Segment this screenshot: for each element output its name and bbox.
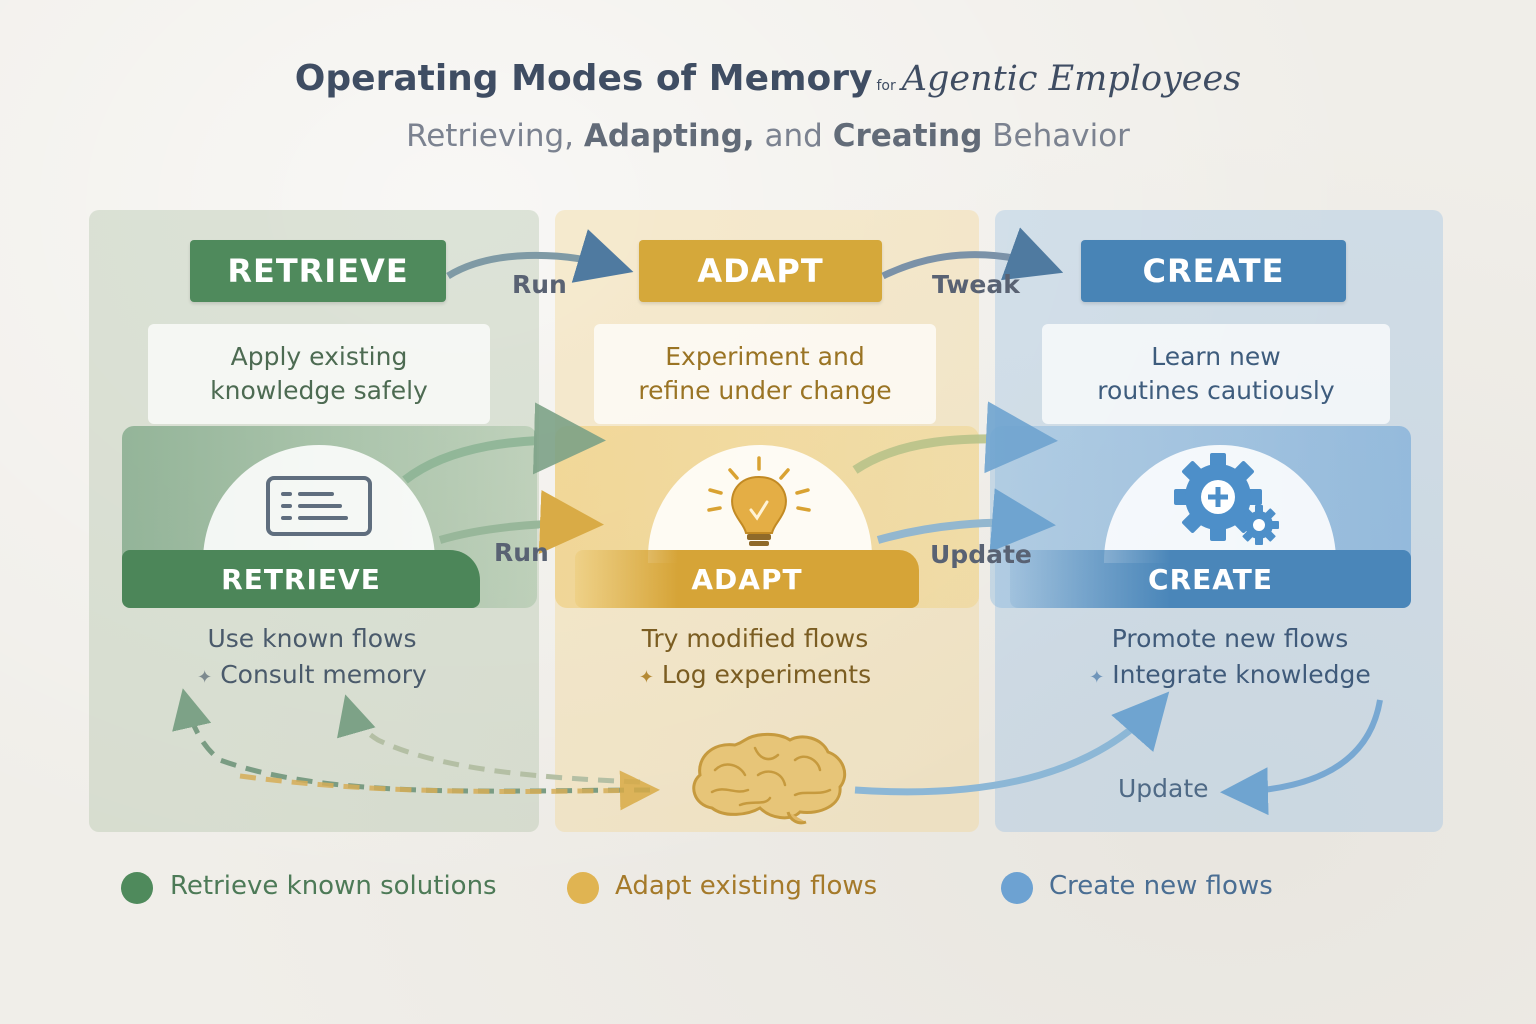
adapt-label: ADAPT <box>639 240 882 302</box>
adapt-line-2-text: Log experiments <box>661 660 872 689</box>
subtitle-part-3: and <box>764 118 823 154</box>
retrieve-line-2-text: Consult memory <box>220 660 427 689</box>
bullet-icon: ✦ <box>197 667 213 688</box>
retrieve-line-2: ✦ Consult memory <box>122 660 502 689</box>
page-subtitle: Retrieving, Adapting, and Creating Behav… <box>0 118 1536 154</box>
create-description: Learn new routines cautiously <box>1042 324 1390 424</box>
subtitle-part-5: Behavior <box>992 118 1130 154</box>
title-emphasis: Agentic Employees <box>901 59 1242 99</box>
create-desc-line-2: routines cautiously <box>1097 376 1335 405</box>
title-main: Operating Modes of Memory <box>294 58 873 99</box>
retrieve-line-1: Use known flows <box>207 624 417 653</box>
adapt-description: Experiment and refine under change <box>594 324 936 424</box>
legend-dot-create <box>1001 872 1033 904</box>
adapt-mode-bar: ADAPT <box>575 550 919 608</box>
retrieve-desc-line-1: Apply existing <box>230 342 408 371</box>
create-line-2-text: Integrate knowledge <box>1112 660 1371 689</box>
legend-dot-adapt <box>567 872 599 904</box>
adapt-line-1: Try modified flows <box>641 624 869 653</box>
retrieve-desc-line-2: knowledge safely <box>210 376 428 405</box>
create-desc-line-1: Learn new <box>1151 342 1281 371</box>
legend-label-create: Create new flows <box>1049 871 1273 901</box>
create-label: CREATE <box>1081 240 1346 302</box>
adapt-desc-line-1: Experiment and <box>665 342 865 371</box>
subtitle-part-2: Adapting, <box>583 118 755 154</box>
retrieve-mode-bar: RETRIEVE <box>122 550 480 608</box>
connector-update-middle: Update <box>930 540 1032 569</box>
create-line-1: Promote new flows <box>1111 624 1349 653</box>
bullet-icon: ✦ <box>1089 667 1105 688</box>
create-line-2: ✦ Integrate knowledge <box>1040 660 1420 689</box>
connector-tweak-top: Tweak <box>932 270 1020 299</box>
subtitle-part-4: Creating <box>832 118 983 154</box>
connector-run-top: Run <box>512 270 567 299</box>
retrieve-label: RETRIEVE <box>190 240 446 302</box>
create-mode-bar: CREATE <box>1010 550 1411 608</box>
connector-update-bottom: Update <box>1118 774 1209 803</box>
legend-label-adapt: Adapt existing flows <box>615 871 878 901</box>
subtitle-part-1: Retrieving, <box>406 118 575 154</box>
retrieve-description: Apply existing knowledge safely <box>148 324 490 424</box>
legend-dot-retrieve <box>121 872 153 904</box>
bullet-icon: ✦ <box>638 667 654 688</box>
adapt-line-2: ✦ Log experiments <box>570 660 940 689</box>
connector-run-middle: Run <box>494 538 549 567</box>
title-connector: for <box>876 78 896 94</box>
adapt-desc-line-2: refine under change <box>638 376 892 405</box>
legend-label-retrieve: Retrieve known solutions <box>170 871 497 901</box>
